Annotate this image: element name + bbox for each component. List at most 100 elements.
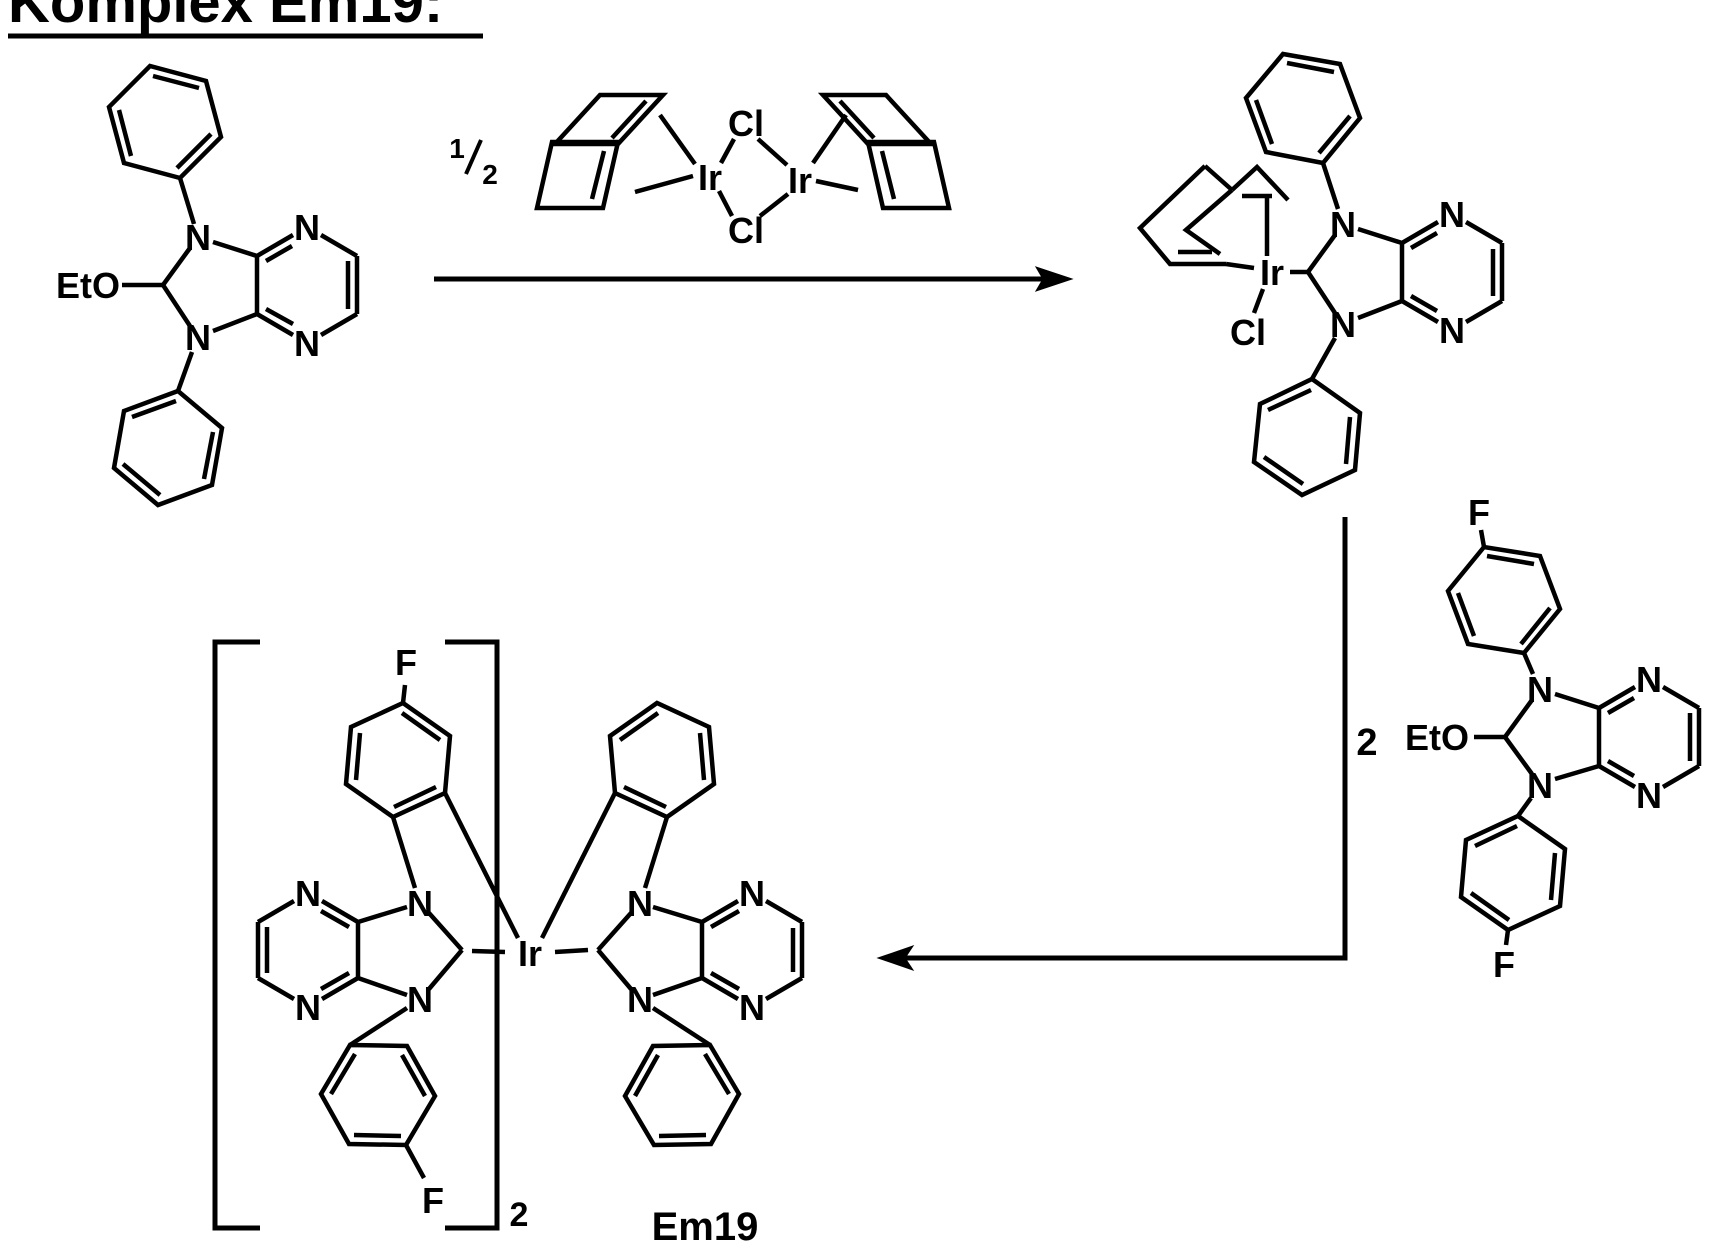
fraction-slash bbox=[466, 140, 481, 174]
bond bbox=[258, 978, 294, 999]
iridium-cod-chloride-dimer: 1 2 Ir Ir Cl Cl bbox=[449, 95, 949, 251]
nitrogen-label: N bbox=[1439, 194, 1465, 235]
double-bond-inner bbox=[354, 1135, 401, 1136]
scheme-title: Komplex Em19: bbox=[8, 0, 483, 36]
nitrogen-label: N bbox=[407, 883, 433, 924]
bond bbox=[213, 242, 257, 256]
double-bond-inner bbox=[592, 151, 604, 199]
bond bbox=[321, 314, 357, 335]
bond bbox=[322, 978, 358, 999]
bond bbox=[1555, 766, 1599, 779]
double-bond-inner bbox=[1268, 390, 1311, 410]
double-bond-inner bbox=[1346, 417, 1350, 464]
bond-fluorine bbox=[403, 685, 405, 703]
nitrogen-label: N bbox=[627, 883, 653, 924]
bond-ir-cl bbox=[760, 194, 788, 216]
double-bond-inner bbox=[1287, 63, 1334, 72]
bond-fluorine bbox=[406, 1145, 424, 1178]
bond bbox=[1663, 687, 1699, 708]
bond bbox=[1466, 301, 1502, 322]
fraction-denominator: 2 bbox=[482, 159, 498, 190]
bond bbox=[1323, 163, 1338, 209]
bond bbox=[350, 1008, 407, 1045]
bond bbox=[1358, 301, 1402, 318]
fluorine-label: F bbox=[1468, 492, 1490, 533]
nitrogen-label: N bbox=[1330, 204, 1356, 245]
phenyl-ring bbox=[610, 703, 714, 817]
fluorine-label: F bbox=[1493, 944, 1515, 985]
bond-to-iridium bbox=[1226, 264, 1254, 268]
nitrogen-label: N bbox=[1330, 304, 1356, 345]
bond bbox=[1466, 222, 1502, 243]
bond bbox=[1358, 229, 1402, 243]
bond bbox=[766, 901, 802, 922]
phenyl-ring bbox=[109, 66, 221, 178]
bond bbox=[1599, 766, 1635, 787]
nitrogen-label: N bbox=[1527, 669, 1553, 710]
product-name-label: Em19 bbox=[652, 1205, 759, 1249]
double-bond-inner bbox=[1551, 853, 1555, 900]
iridium-label: Ir bbox=[698, 157, 722, 198]
cod-iridium-carbene-chloride-complex: Ir Cl N N N N bbox=[1140, 54, 1502, 495]
bond-ir-aryl bbox=[445, 793, 518, 938]
bracket-subscript: 2 bbox=[510, 1196, 529, 1234]
double-bond-inner bbox=[882, 151, 894, 199]
bond bbox=[1599, 687, 1635, 708]
bond-to-iridium bbox=[635, 176, 693, 192]
double-bond-inner bbox=[356, 733, 360, 780]
bond-to-iridium bbox=[660, 115, 695, 164]
nitrogen-label: N bbox=[185, 317, 211, 358]
nitrogen-label: N bbox=[294, 207, 320, 248]
bond bbox=[653, 907, 702, 922]
iridium-label: Ir bbox=[1260, 252, 1284, 293]
nitrogen-label: N bbox=[739, 987, 765, 1028]
fluorophenyl-ring bbox=[1448, 547, 1560, 653]
nitrogen-label: N bbox=[185, 217, 211, 258]
phenyl-ring bbox=[625, 1045, 739, 1145]
bracket-right bbox=[445, 642, 497, 1228]
bond bbox=[1402, 301, 1438, 322]
bond bbox=[653, 1008, 710, 1045]
bond bbox=[766, 978, 802, 999]
iridium-label: Ir bbox=[518, 933, 542, 974]
bond bbox=[393, 817, 415, 888]
fluorinated-nhc-ligand: 2 EtO F F N N N N bbox=[1356, 492, 1699, 985]
bond bbox=[702, 978, 738, 999]
nitrogen-label: N bbox=[295, 873, 321, 914]
nitrogen-label: N bbox=[1439, 310, 1465, 351]
bond bbox=[429, 913, 462, 950]
nitrogen-label: N bbox=[739, 873, 765, 914]
fluorophenyl-ring bbox=[1461, 816, 1565, 930]
double-bond-inner bbox=[1475, 826, 1517, 846]
arrow-shaft bbox=[892, 517, 1345, 958]
em19-product-complex: 2 Em19 Ir N N N N bbox=[215, 642, 802, 1249]
cod-edge bbox=[1205, 166, 1232, 190]
nitrogen-label: N bbox=[294, 323, 320, 364]
double-bond-inner bbox=[700, 733, 704, 780]
double-bond-inner bbox=[394, 787, 436, 807]
bond bbox=[213, 314, 257, 331]
reaction-arrow-step1 bbox=[434, 267, 1072, 291]
bond-to-iridium bbox=[816, 181, 858, 190]
bond bbox=[653, 978, 702, 995]
bond bbox=[358, 978, 407, 995]
chlorine-label: Cl bbox=[728, 103, 764, 144]
bond bbox=[322, 901, 358, 922]
bracket-left bbox=[215, 642, 260, 1228]
nitrogen-label: N bbox=[1527, 765, 1553, 806]
bond bbox=[258, 901, 294, 922]
bond bbox=[429, 950, 462, 989]
bond bbox=[358, 907, 407, 922]
double-bond-inner bbox=[1487, 556, 1534, 564]
nitrogen-label: N bbox=[407, 979, 433, 1020]
chlorine-label: Cl bbox=[728, 210, 764, 251]
nitrogen-label: N bbox=[627, 979, 653, 1020]
reaction-arrow-step2 bbox=[878, 517, 1345, 970]
reactant-nhc-ligand: EtO N N N N bbox=[56, 66, 357, 505]
bond-to-iridium bbox=[813, 115, 846, 163]
equivalents-coefficient: 2 bbox=[1356, 722, 1377, 764]
bond bbox=[1663, 766, 1699, 787]
cod-edge bbox=[1186, 190, 1232, 254]
